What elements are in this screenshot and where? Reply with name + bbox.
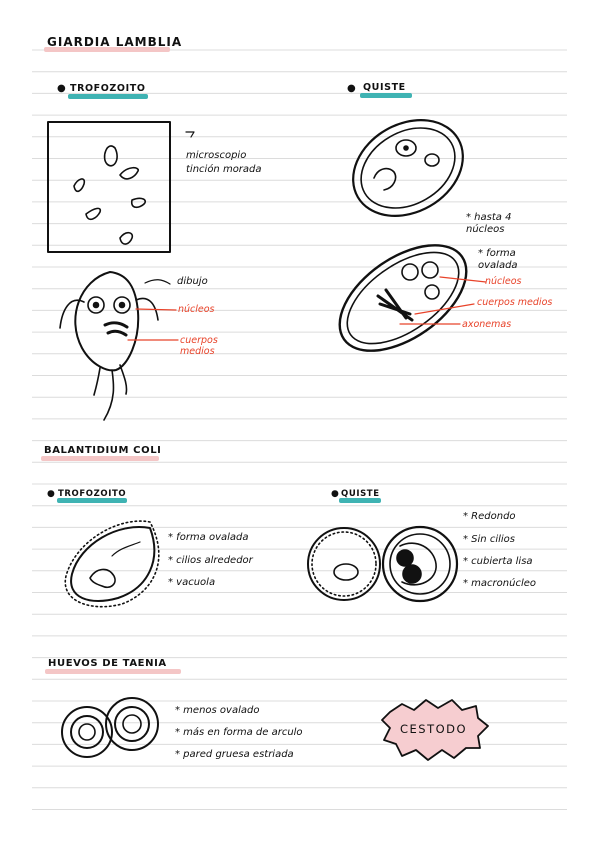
balantidium-quiste-heading: QUISTE — [341, 489, 380, 499]
heading-highlight — [339, 498, 381, 503]
title-highlight — [45, 669, 181, 674]
giardia-quiste-heading: QUISTE — [363, 82, 406, 93]
bullet-icon: ● — [347, 83, 356, 94]
balantidium-trofozoito-heading: TROFOZOITO — [58, 489, 127, 499]
label-quiste-axonemas: axonemas — [462, 319, 512, 330]
section-title-taenia: HUEVOS DE TAENIA — [48, 658, 167, 669]
label-quiste-nucleos: núcleos — [485, 276, 522, 287]
cestodo-stamp-label: CESTODO — [400, 722, 468, 736]
section-title-giardia: GIARDIA LAMBLIA — [47, 35, 183, 49]
balantidium-troph-note-2: * cilios alrededor — [168, 555, 253, 566]
taenia-eggs-drawing — [61, 697, 159, 758]
section-title-balantidium: BALANTIDIUM COLI — [44, 445, 162, 456]
label-cuerpos-medios: cuerpos medios — [180, 335, 218, 357]
balantidium-cyst-note-1: * Redondo — [463, 511, 516, 522]
giardia-quiste-drawing — [352, 119, 464, 217]
giardia-quiste-detail-drawing — [338, 244, 487, 352]
taenia-note-3: * pared gruesa estriada — [175, 749, 294, 760]
title-highlight — [41, 456, 159, 461]
title-highlight — [44, 47, 170, 52]
giardia-trofozoito-drawing — [59, 271, 179, 421]
quiste-note-1: * hasta 4 núcleos — [466, 212, 512, 235]
giardia-trofozoito-heading: TROFOZOITO — [70, 83, 146, 94]
balantidium-cyst-note-3: * cubierta lisa — [463, 556, 533, 567]
taenia-note-2: * más en forma de arculo — [175, 727, 303, 738]
bullet-icon: ● — [47, 489, 55, 499]
taenia-note-1: * menos ovalado — [175, 705, 260, 716]
heading-highlight — [57, 498, 127, 503]
balantidium-cyst-note-2: * Sin cilios — [463, 534, 515, 545]
microscope-note: microscopio tinción morada — [186, 150, 262, 175]
balantidium-trofozoito-drawing — [64, 520, 160, 608]
balantidium-troph-note-1: * forma ovalada — [168, 532, 249, 543]
balantidium-troph-note-3: * vacuola — [168, 577, 216, 588]
cestodo-stamp — [381, 699, 489, 761]
label-nucleos: núcleos — [178, 304, 215, 315]
bullet-icon: ● — [331, 489, 339, 499]
quiste-note-2: * forma ovalada — [478, 248, 518, 271]
microscope-frame — [47, 121, 195, 253]
heading-highlight — [68, 94, 148, 99]
bullet-icon: ● — [57, 83, 66, 94]
heading-highlight — [360, 93, 412, 98]
balantidium-cyst-note-4: * macronúcleo — [463, 578, 536, 589]
balantidium-quiste-drawing — [307, 525, 459, 603]
label-quiste-cuerpos: cuerpos medios — [477, 297, 553, 308]
drawing-label: dibujo — [177, 276, 208, 287]
